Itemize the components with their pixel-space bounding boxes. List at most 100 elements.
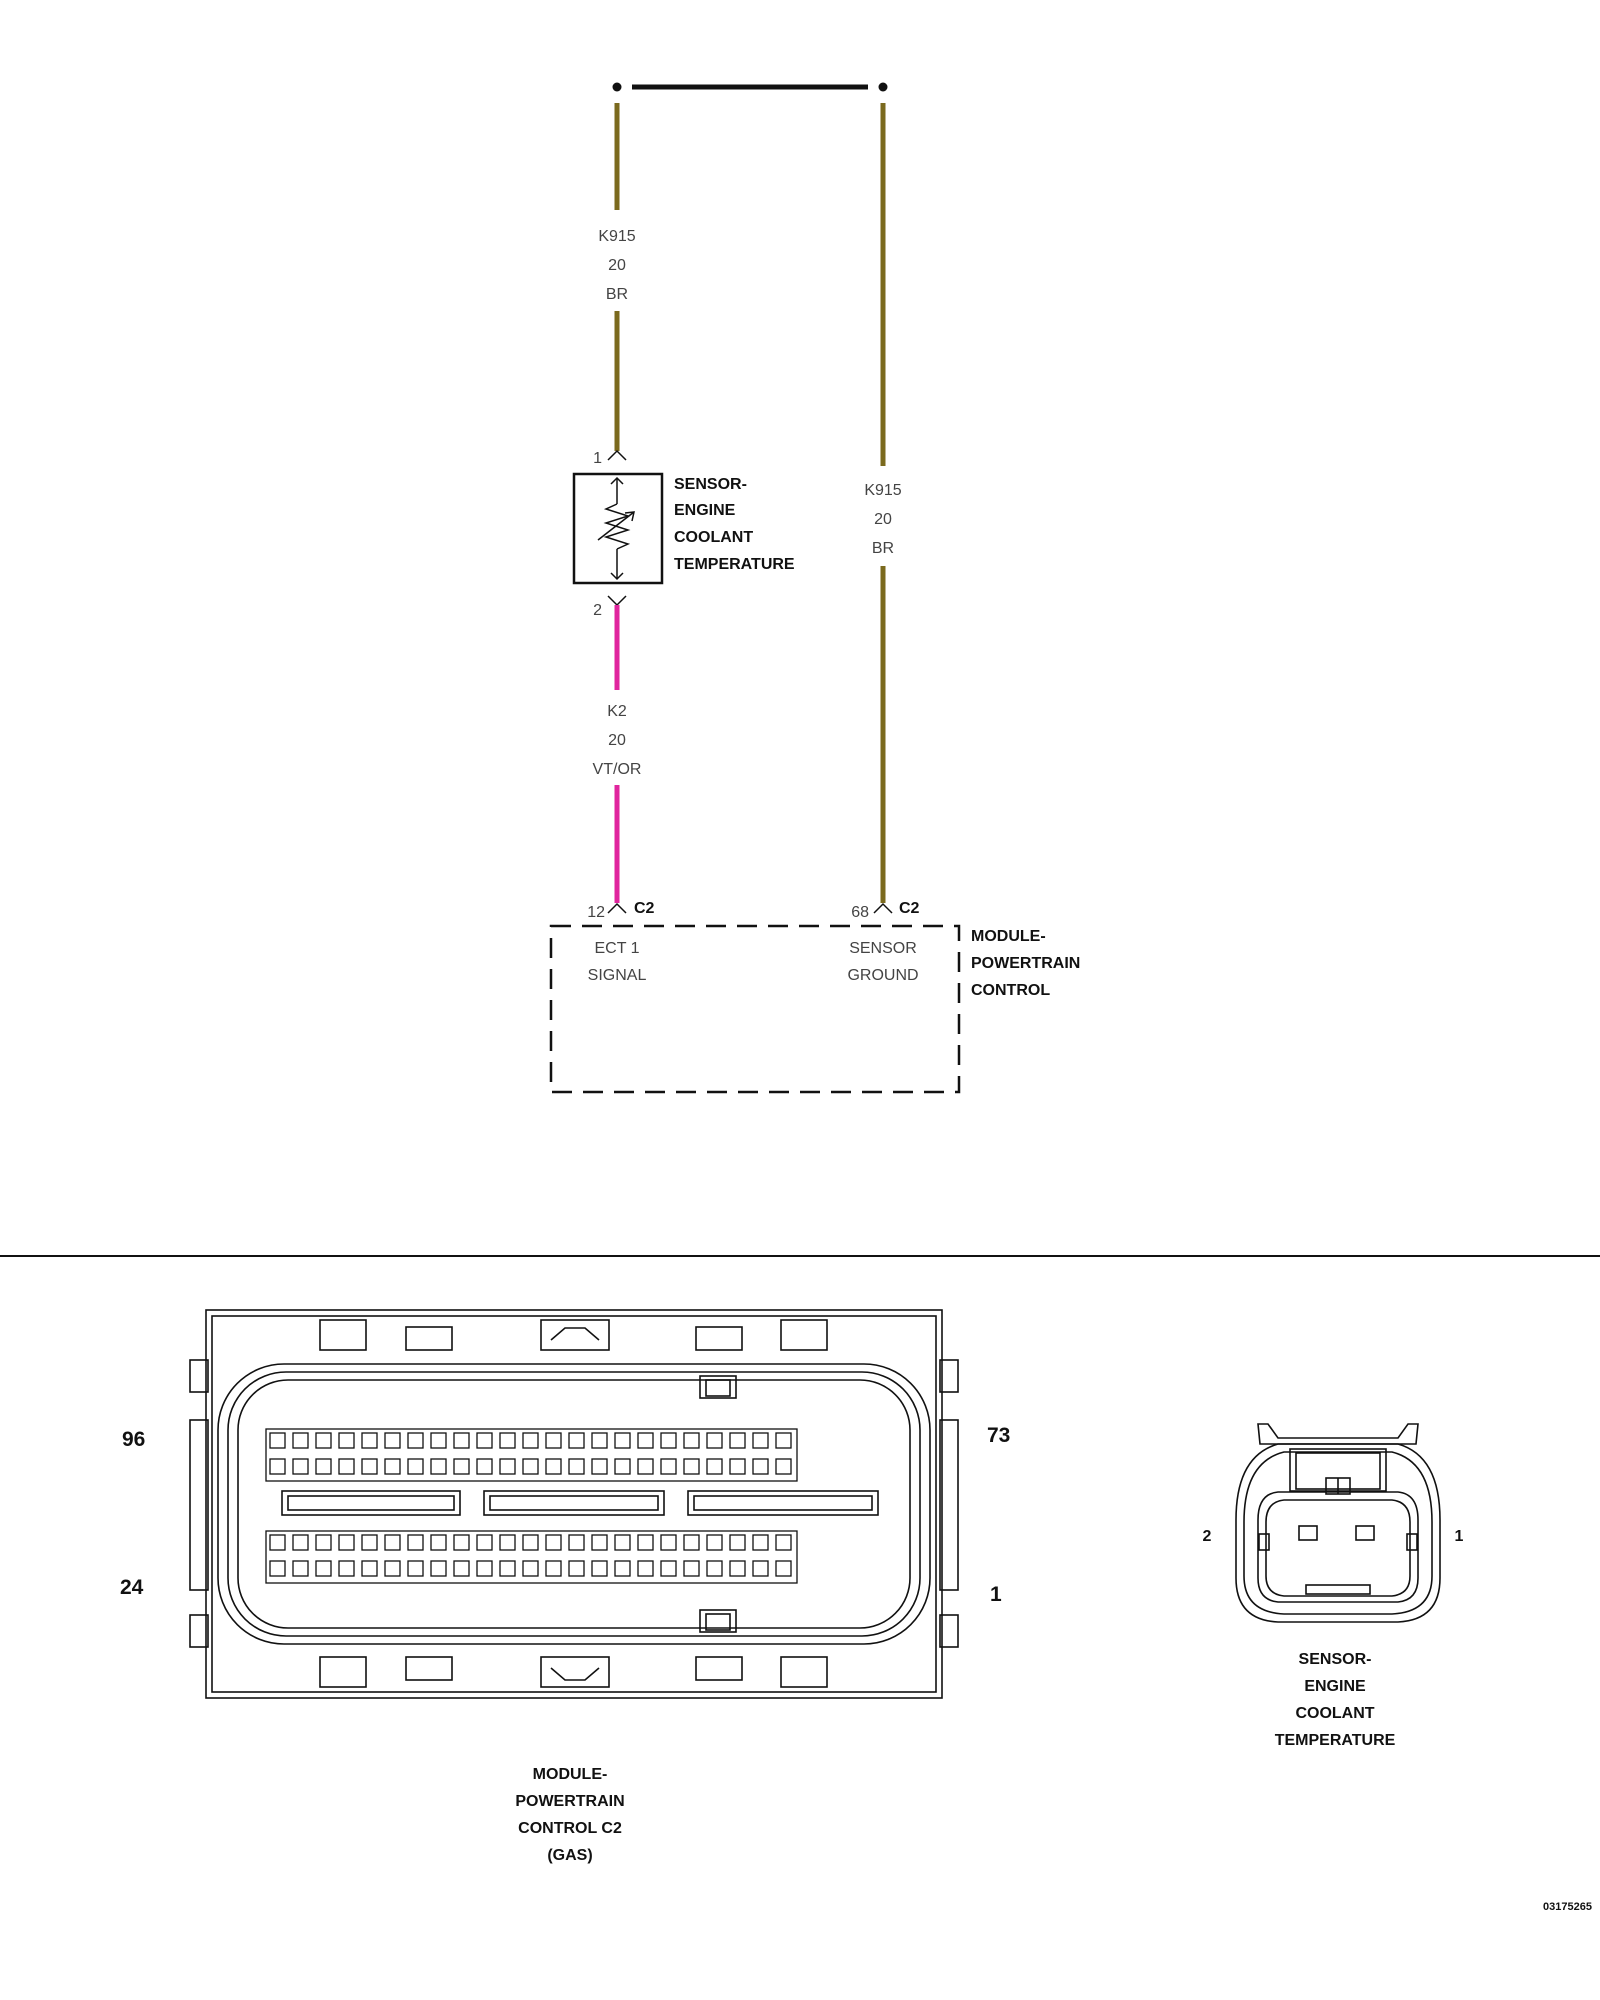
- pcm-connector-c2-left: C2: [634, 900, 655, 917]
- terminal-cavity: [729, 1534, 746, 1551]
- terminal-cavity: [568, 1458, 585, 1475]
- terminal-cavity: [591, 1534, 608, 1551]
- terminal-cavity: [568, 1432, 585, 1449]
- svg-text:CONTROL C2: CONTROL C2: [518, 1820, 622, 1837]
- terminal-cavity: [269, 1534, 286, 1551]
- pcm-connector-c2-right: C2: [899, 900, 920, 917]
- terminal-cavity: [292, 1560, 309, 1577]
- terminal-cavity: [453, 1458, 470, 1475]
- terminal-cavity: [614, 1534, 631, 1551]
- svg-text:TEMPERATURE: TEMPERATURE: [1275, 1732, 1396, 1749]
- terminal-cavity: [453, 1432, 470, 1449]
- terminal-cavity: [453, 1560, 470, 1577]
- terminal-cavity: [338, 1432, 355, 1449]
- terminal-cavity: [568, 1534, 585, 1551]
- svg-text:MODULE-: MODULE-: [971, 928, 1046, 945]
- sensor-label: SENSOR- ENGINE COOLANT TEMPERATURE: [674, 476, 795, 573]
- terminal-cavity: [407, 1560, 424, 1577]
- terminal-cavity: [614, 1458, 631, 1475]
- terminal-cavity: [637, 1560, 654, 1577]
- terminal-cavity: [384, 1560, 401, 1577]
- terminal-cavity: [637, 1432, 654, 1449]
- terminal-cavity: [545, 1458, 562, 1475]
- terminal-cavity: [545, 1534, 562, 1551]
- terminal-cavity: [522, 1534, 539, 1551]
- terminal-cavity: [729, 1432, 746, 1449]
- pcm-ground-label: GROUND: [847, 967, 918, 984]
- terminal-cavity: [683, 1534, 700, 1551]
- terminal-cavity: [775, 1534, 792, 1551]
- terminal-cavity: [384, 1458, 401, 1475]
- wire-circuit-label: K2: [607, 703, 627, 720]
- terminal-cavity: [430, 1560, 447, 1577]
- terminal-cavity: [522, 1560, 539, 1577]
- pcm-ect1-label: ECT 1: [594, 940, 639, 957]
- pcm-corner-24: 24: [120, 1576, 144, 1599]
- sensor-pin-2: 2: [593, 602, 602, 619]
- terminal-cavity: [522, 1458, 539, 1475]
- terminal-cavity: [568, 1560, 585, 1577]
- svg-text:ENGINE: ENGINE: [674, 502, 736, 519]
- terminal-cavity: [476, 1534, 493, 1551]
- wire-circuit-label: K915: [864, 482, 901, 499]
- pcm-corner-96: 96: [122, 1428, 145, 1451]
- terminal-cavity: [361, 1560, 378, 1577]
- svg-text:POWERTRAIN: POWERTRAIN: [971, 955, 1080, 972]
- terminal-cavity: [407, 1534, 424, 1551]
- terminal-cavity: [683, 1560, 700, 1577]
- pcm-connector-caption: MODULE- POWERTRAIN CONTROL C2 (GAS): [515, 1766, 624, 1864]
- terminal-cavity: [361, 1534, 378, 1551]
- terminal-cavity: [315, 1534, 332, 1551]
- svg-text:CONTROL: CONTROL: [971, 982, 1050, 999]
- terminal-cavity: [752, 1560, 769, 1577]
- terminal-cavity: [499, 1560, 516, 1577]
- terminal-cavity: [315, 1432, 332, 1449]
- terminal-cavity: [706, 1432, 723, 1449]
- terminal-cavity: [361, 1432, 378, 1449]
- terminal-cavity: [315, 1560, 332, 1577]
- terminal-cavity: [499, 1534, 516, 1551]
- sensor-connector-view: [1235, 1423, 1441, 1623]
- pcm-sensor-label: SENSOR: [849, 940, 917, 957]
- terminal-cavity: [614, 1432, 631, 1449]
- terminal-cavity: [660, 1560, 677, 1577]
- wire-k2: K2 20 VT/OR: [593, 605, 642, 903]
- terminal-cavity: [269, 1458, 286, 1475]
- wire-circuit-label: K915: [598, 228, 635, 245]
- wire-k915-right: K915 20 BR: [864, 103, 902, 903]
- svg-text:COOLANT: COOLANT: [674, 529, 753, 546]
- terminal-cavity: [614, 1560, 631, 1577]
- terminal-cavity: [660, 1458, 677, 1475]
- svg-text:MODULE-: MODULE-: [533, 1766, 608, 1783]
- svg-text:(GAS): (GAS): [547, 1847, 592, 1864]
- terminal-cavity: [430, 1534, 447, 1551]
- terminal-cavity: [752, 1432, 769, 1449]
- terminal-cavity: [775, 1458, 792, 1475]
- pcm-corner-73: 73: [987, 1424, 1010, 1447]
- terminal-cavity: [752, 1534, 769, 1551]
- terminal-cavity: [476, 1458, 493, 1475]
- terminal-cavity: [591, 1560, 608, 1577]
- terminal-cavity: [683, 1458, 700, 1475]
- terminal-cavity: [752, 1458, 769, 1475]
- sensor-connector-pin-2: 2: [1203, 1528, 1212, 1545]
- terminal-cavity: [499, 1458, 516, 1475]
- pcm-signal-label: SIGNAL: [588, 967, 647, 984]
- terminal-cavity: [407, 1432, 424, 1449]
- terminal-cavity: [292, 1458, 309, 1475]
- terminal-cavity: [338, 1560, 355, 1577]
- pcm-pin-68: 68: [851, 904, 869, 921]
- terminal-cavity: [476, 1560, 493, 1577]
- terminal-cavity: [637, 1458, 654, 1475]
- terminal-cavity: [269, 1432, 286, 1449]
- pcm-corner-1: 1: [990, 1583, 1002, 1606]
- terminal-cavity: [338, 1534, 355, 1551]
- wire-gauge-label: 20: [608, 732, 626, 749]
- terminal-cavity: [637, 1534, 654, 1551]
- wire-color-label: VT/OR: [593, 761, 642, 778]
- svg-text:SENSOR-: SENSOR-: [1299, 1651, 1372, 1668]
- terminal-cavity: [292, 1534, 309, 1551]
- terminal-cavity: [545, 1560, 562, 1577]
- sensor-pin-1: 1: [593, 450, 602, 467]
